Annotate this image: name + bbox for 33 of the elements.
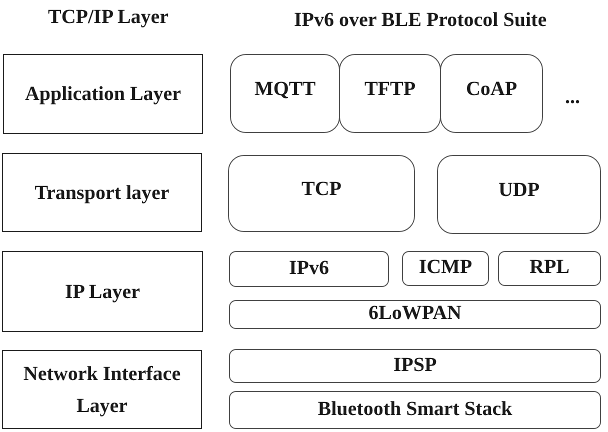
protocol-name: RPL — [530, 256, 570, 278]
layer-name: Network Interface Layer — [22, 362, 182, 418]
protocol-box — [440, 54, 543, 133]
ellipsis: ... — [565, 86, 580, 108]
protocol-box — [229, 300, 601, 329]
protocol-box — [498, 251, 601, 286]
layer-box — [3, 54, 203, 134]
protocol-box — [402, 251, 489, 286]
layer-name: Transport layer — [34, 180, 170, 206]
column-heading: TCP/IP Layer — [48, 6, 169, 28]
column-heading: IPv6 over BLE Protocol Suite — [294, 9, 547, 31]
protocol-box — [339, 54, 441, 133]
layer-box — [2, 153, 202, 232]
protocol-name: CoAP — [466, 78, 518, 101]
protocol-name: TCP — [302, 178, 342, 201]
protocol-box — [437, 155, 601, 234]
layer-name: IP Layer — [65, 280, 140, 304]
protocol-box — [229, 391, 601, 429]
protocol-box — [229, 251, 389, 287]
protocol-box — [228, 155, 415, 232]
protocol-name: 6LoWPAN — [368, 302, 462, 324]
protocol-name: MQTT — [254, 78, 316, 101]
protocol-name: ICMP — [418, 256, 472, 278]
protocol-box — [230, 54, 340, 133]
layer-box — [2, 251, 203, 332]
layer-name: Application Layer — [24, 82, 182, 107]
protocol-name: Bluetooth Smart Stack — [318, 398, 512, 420]
layer-box — [2, 350, 202, 429]
protocol-box — [229, 349, 601, 383]
protocol-name: TFTP — [364, 78, 416, 101]
protocol-name: IPv6 — [289, 256, 329, 278]
protocol-name: IPSP — [393, 354, 437, 376]
protocol-name: UDP — [498, 179, 540, 202]
